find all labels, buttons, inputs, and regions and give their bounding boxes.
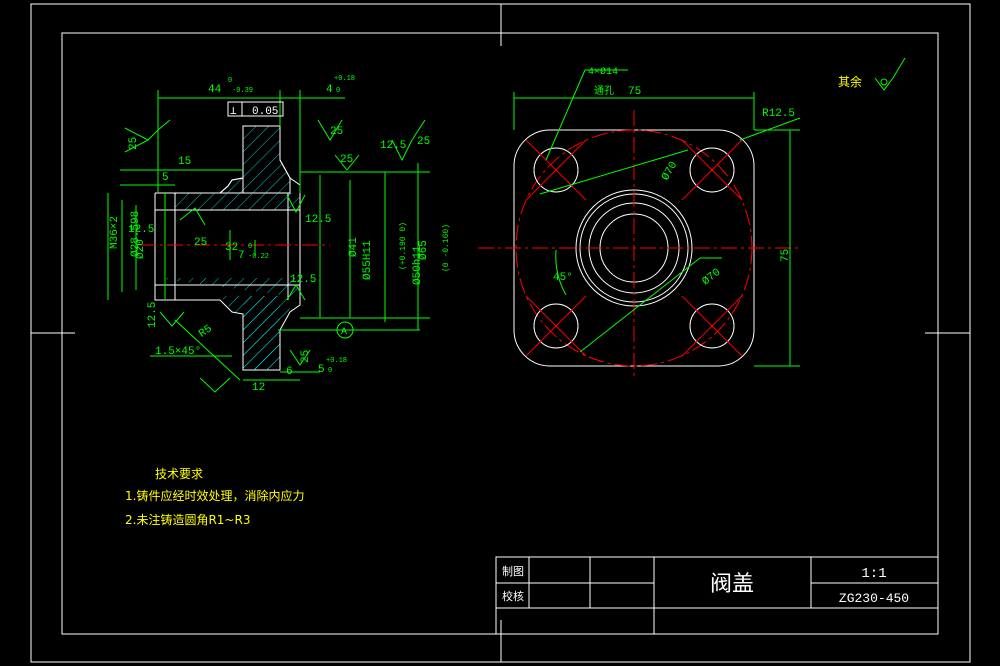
flatness-value: 0.05 — [252, 106, 278, 118]
dim-44-tol-up: 0 — [228, 77, 232, 85]
dim-44-tol-low: -0.39 — [232, 87, 253, 95]
holes-note-2: 通孔 — [594, 85, 614, 98]
datum-letter: A — [341, 327, 347, 338]
part-name: 阀盖 — [710, 572, 754, 597]
rough-125-c: 12.5 — [305, 214, 331, 226]
plan-width: 75 — [628, 86, 641, 98]
dim-5b-tol-up: +0.18 — [326, 357, 347, 365]
dim-d55-tol: (+0.190 0) — [399, 222, 408, 270]
dim-4-tol-low: 0 — [336, 87, 340, 95]
dim-4-tol-up: +0.18 — [334, 75, 355, 83]
dim-7-tol-low: -0.22 — [248, 253, 269, 261]
dim-d55: Ø55H11 — [362, 240, 374, 280]
hole-bottom-right — [689, 303, 735, 349]
surface-note-circle — [880, 78, 888, 86]
surface-note-symbol — [874, 77, 894, 91]
dim-r5: R5 — [197, 323, 215, 340]
rough-25-d: 25 — [417, 136, 430, 148]
plan-dim-lines — [513, 69, 801, 367]
boss-dia: Ø70 — [700, 267, 723, 289]
dim-d20: Ø20 — [135, 239, 147, 259]
flatness-frame — [227, 101, 284, 117]
section-outline — [154, 125, 301, 371]
dim-5b-tol-low: 0 — [328, 367, 332, 375]
bolt-circle-dia: Ø70 — [660, 160, 680, 183]
rough-25-c: 25 — [340, 154, 353, 166]
surface-note-label: 其余 — [838, 74, 862, 89]
section-view: 44 0 -0.39 ⊥ 0.05 4 +0.18 0 25 25 25 25 … — [107, 75, 451, 394]
bolt-holes — [533, 147, 735, 349]
dim-d50-tol: (0 -0.160) — [442, 224, 451, 272]
inner-border — [61, 32, 939, 635]
checked-label: 校核 — [502, 589, 524, 603]
rough-125-d: 12.5 — [290, 274, 316, 286]
tech-req-item-1: 1.铸件应经时效处理，消除内应力 — [125, 488, 304, 503]
dim-d50: Ø50h11 — [412, 245, 424, 285]
sheet-frame — [30, 3, 971, 663]
title-block: 制图 校核 阀盖 1:1 ZG230-450 — [495, 556, 939, 635]
hole-bottom-left — [533, 303, 579, 349]
holes-note: 4×Ø14 — [588, 66, 618, 78]
rough-25-e: 25 — [194, 237, 207, 249]
hole-top-right — [689, 147, 735, 193]
dim-15: 15 — [178, 156, 191, 168]
plan-height: 75 — [780, 249, 792, 262]
dim-6: 6 — [286, 366, 293, 378]
rough-125-e: 12.5 — [147, 302, 159, 328]
surface-note: 其余 — [838, 57, 906, 91]
datum-circle — [336, 321, 354, 339]
dim-d41: Ø41 — [348, 237, 360, 257]
drawn-label: 制图 — [502, 565, 524, 578]
plan-angle: 45° — [553, 272, 573, 284]
section-dim-text: 44 0 -0.39 ⊥ 0.05 4 +0.18 0 25 25 25 25 … — [109, 75, 451, 394]
hole-centerlines — [525, 139, 743, 357]
dim-7-tol-up: 0 — [248, 243, 252, 251]
dim-d65: Ø65 — [418, 240, 430, 260]
dim-5b: 5 — [318, 364, 325, 376]
rough-25-a: 25 — [330, 126, 343, 138]
rough-125-b: 12.5 — [128, 224, 154, 236]
dim-44: 44 — [208, 84, 222, 96]
dim-d28: Ø28.598 — [130, 211, 142, 257]
section-dim-lines — [107, 90, 430, 381]
scale-value: 1:1 — [861, 566, 886, 582]
dim-chamfer: 1.5×45° — [155, 346, 201, 358]
dim-m36: M36×2 — [109, 216, 121, 249]
dim-5: 5 — [162, 172, 169, 184]
flatness-symbol: ⊥ — [230, 106, 237, 118]
rough-125-a: 12.5 — [380, 140, 406, 152]
tech-req-title: 技术要求 — [155, 467, 203, 481]
roughness-symbols — [124, 119, 426, 393]
dim-7: 7 — [238, 250, 245, 262]
outer-border — [30, 3, 971, 663]
section-hatch-middle — [155, 193, 300, 210]
hole-top-left — [533, 147, 579, 193]
tech-req-item-2: 2.未注铸造圆角R1~R3 — [125, 512, 250, 527]
dim-32: 32 — [225, 242, 238, 254]
tech-requirements: 技术要求 1.铸件应经时效处理，消除内应力 2.未注铸造圆角R1~R3 — [125, 467, 304, 527]
corner-radius: R12.5 — [762, 108, 795, 120]
dim-12: 12 — [252, 382, 265, 394]
surface-note-tail — [892, 57, 906, 79]
rough-25-b: 25 — [128, 137, 140, 150]
rough-25-f: 25 — [300, 350, 312, 363]
plan-view: 4×Ø14 通孔 75 75 R12.5 Ø70 Ø70 45° — [478, 66, 801, 380]
dim-4: 4 — [326, 84, 333, 96]
section-hatch-flange-lower — [243, 296, 280, 370]
title-block-grid — [495, 556, 939, 635]
material-value: ZG230-450 — [839, 591, 909, 606]
